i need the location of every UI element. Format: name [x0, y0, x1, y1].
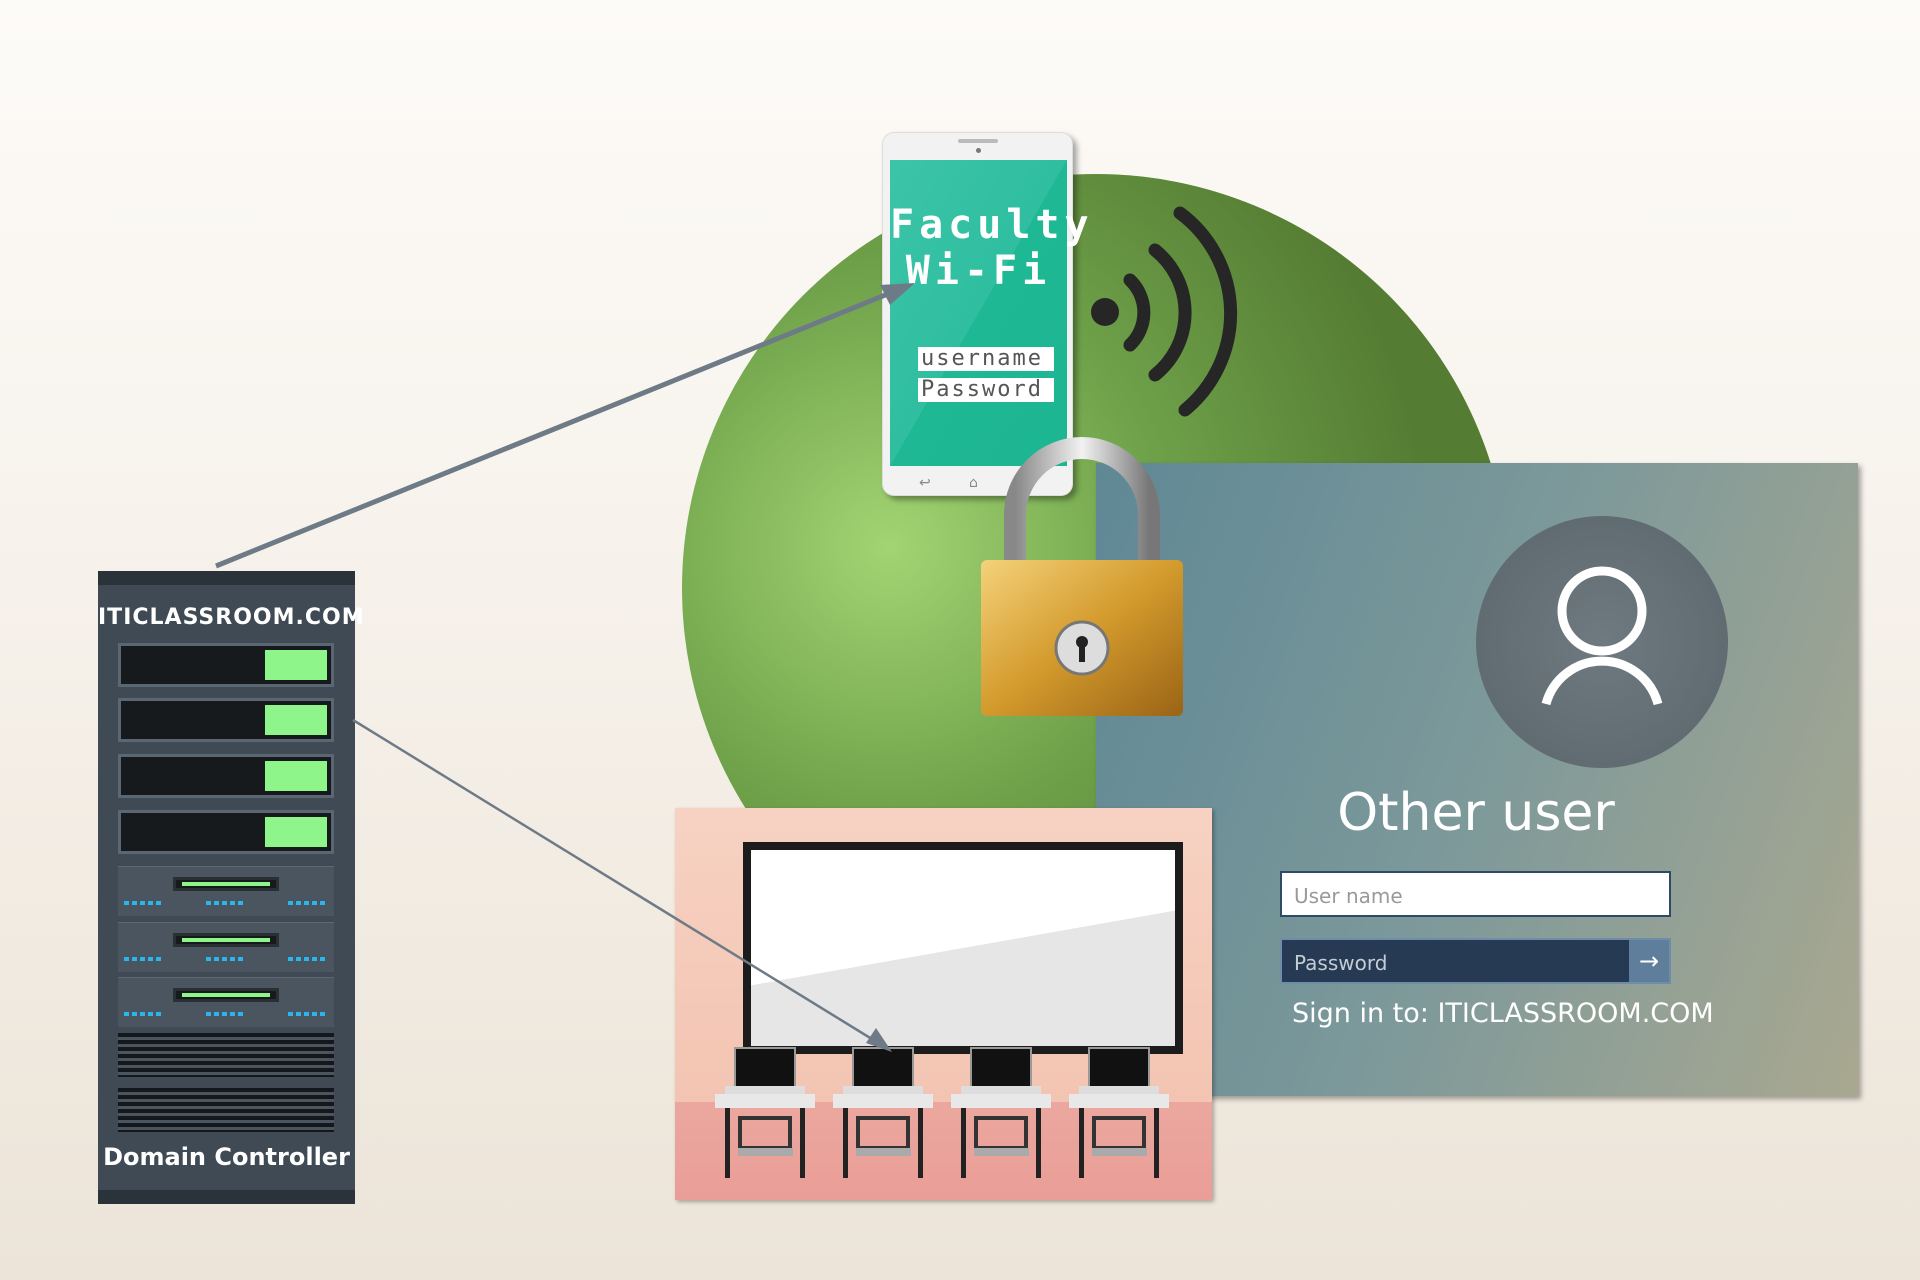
password-placeholder: Password: [1294, 951, 1388, 975]
server-role-label: Domain Controller: [103, 1143, 350, 1171]
whiteboard: [743, 842, 1183, 1054]
username-input[interactable]: User name: [1280, 871, 1671, 917]
login-panel: Other user User name Password → Sign in …: [1096, 463, 1858, 1096]
phone-username-field[interactable]: username: [918, 347, 1054, 371]
phone-password-field[interactable]: Password: [918, 378, 1054, 402]
wifi-title-line2: Wi-Fi: [905, 248, 1052, 294]
domain-controller-server: ITICLASSROOM.COM Domain Controller: [98, 571, 365, 1204]
phone: Faculty Wi-Fi username Password ↩ ⌂: [882, 132, 1094, 496]
user-avatar: [1476, 516, 1728, 768]
sign-in-domain-text: Sign in to: ITICLASSROOM.COM: [1292, 998, 1714, 1029]
phone-screen: Faculty Wi-Fi username Password: [890, 160, 1094, 466]
login-heading: Other user: [1337, 783, 1615, 843]
wifi-title-line1: Faculty: [890, 202, 1094, 248]
submit-arrow-button[interactable]: →: [1629, 940, 1669, 982]
password-input[interactable]: Password →: [1280, 938, 1671, 984]
server-domain-label: ITICLASSROOM.COM: [98, 605, 365, 630]
classroom-illustration: [675, 808, 1212, 1200]
laptop-desks: [715, 1046, 1171, 1180]
back-icon[interactable]: ↩: [919, 475, 931, 491]
phone-speaker: [958, 139, 998, 143]
phone-camera: [976, 148, 981, 153]
wifi-signal-icon: [1091, 206, 1238, 417]
user-icon: [1541, 566, 1663, 706]
home-icon[interactable]: ⌂: [969, 475, 978, 491]
padlock-icon: [981, 437, 1183, 716]
